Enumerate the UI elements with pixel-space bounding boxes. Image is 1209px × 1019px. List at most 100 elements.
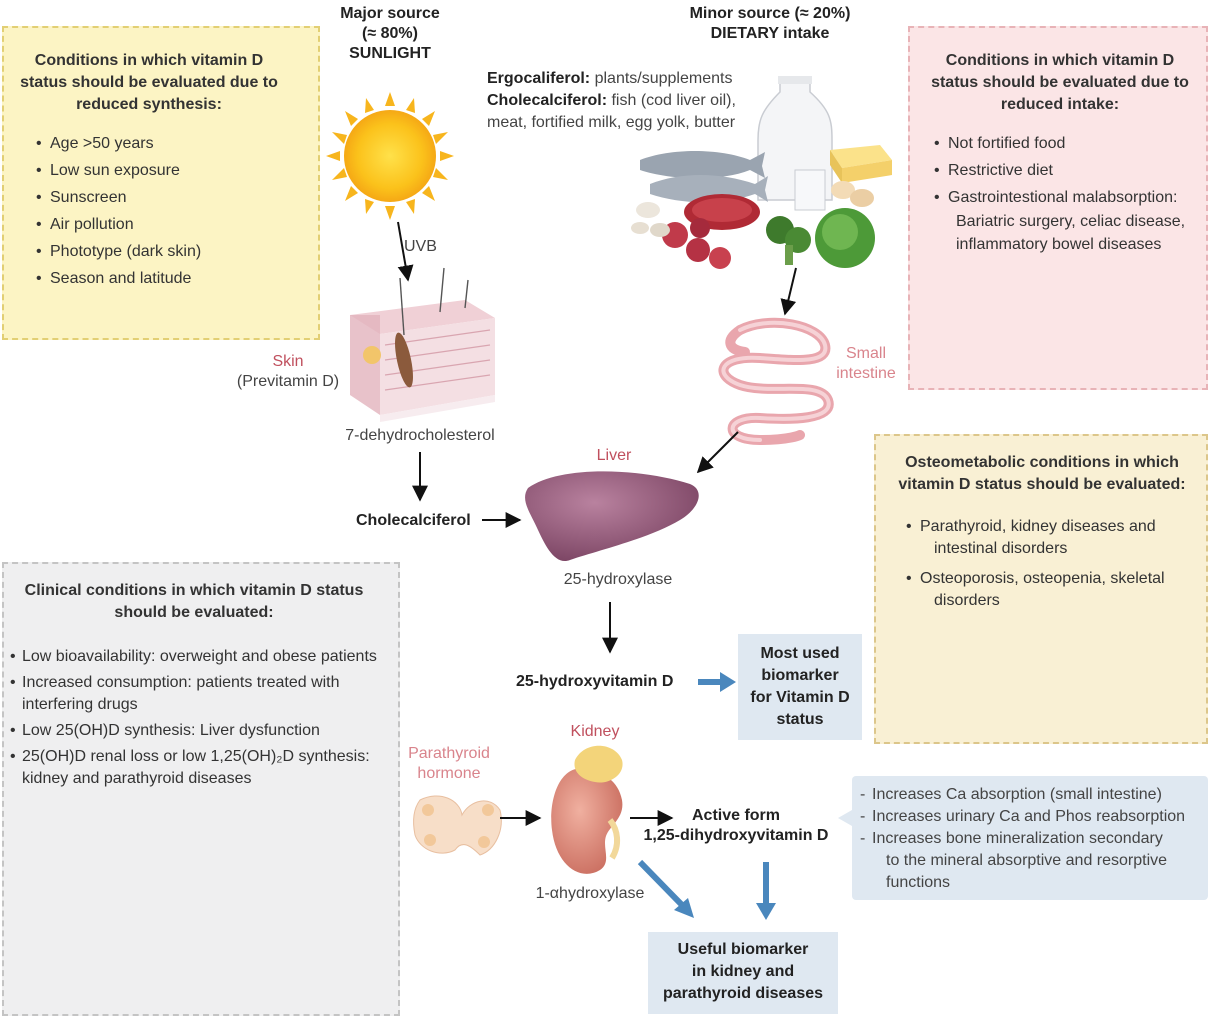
major-source-label: Major source (≈ 80%) SUNLIGHT [320,4,460,64]
reduced-intake-box: Conditions in which vitamin D status sho… [908,26,1208,390]
uvb-label: UVB [404,238,437,255]
list-item: Season and latitude [34,267,234,290]
skin-label: Skin (Previtamin D) [228,352,348,392]
reduced-synthesis-title: Conditions in which vitamin D status sho… [20,52,278,113]
cholecalciferol-sources: fish (cod liver oil), [607,92,736,109]
list-item: Increases bone mineralization secondary [860,828,1208,850]
list-item: Restrictive diet [932,159,1207,182]
clinical-line: interfering drugs [22,696,138,713]
clinical-conditions-title: Clinical conditions in which vitamin D s… [24,582,364,621]
malabsorption-subitems: Bariatric surgery, celiac disease, infla… [956,210,1185,256]
kidney-label: Kidney [570,723,620,740]
parathyroid-line: hormone [417,765,481,782]
list-item: • Osteoporosis, osteopenia, skeletal dis… [906,568,1165,612]
bullet: • [10,674,16,691]
list-item: Age >50 years [34,132,234,155]
clinical-conditions-list: • Low bioavailability: overweight and ob… [8,646,377,790]
dietary-intake-label: DIETARY intake [710,25,830,42]
kidney-icon [551,745,623,874]
biomarker-line: Useful biomarker [677,941,809,958]
malabsorption-line: Bariatric surgery, celiac disease, [956,213,1186,230]
kidney-biomarker-box: Useful biomarker in kidney and parathyro… [648,932,838,1014]
parathyroid-hormone-label: Parathyroid hormone [398,744,500,784]
osteometabolic-title: Osteometabolic conditions in which vitam… [898,454,1186,493]
biomarker-line: biomarker [761,667,839,684]
osteo-line: Parathyroid, kidney diseases and [920,518,1156,535]
active-form-effects-box: Increases Ca absorption (small intestine… [852,776,1208,900]
list-item: • Low bioavailability: overweight and ob… [8,646,377,668]
osteometabolic-list: • Parathyroid, kidney diseases and intes… [906,516,1165,612]
bullet: • [906,570,912,587]
blue-arrow-icon [698,672,736,692]
clinical-line: Increased consumption: patients treated … [22,674,340,691]
osteometabolic-box: Osteometabolic conditions in which vitam… [874,434,1208,744]
list-item: Low sun exposure [34,159,234,182]
sunlight-label: SUNLIGHT [349,45,431,62]
effects-item-continuation: to the mineral absorptive and resorptive… [860,850,1208,894]
list-item: • Low 25(OH)D synthesis: Liver dysfuncti… [8,720,377,742]
skin-title: Skin [272,353,304,370]
list-item: Air pollution [34,213,234,236]
list-item: Increases urinary Ca and Phos reabsorpti… [860,806,1208,828]
blue-arrow-icon [637,859,776,920]
liver-label: Liver [596,447,632,464]
list-item: • Parathyroid, kidney diseases and intes… [906,516,1165,560]
active-form-compound: 1,25-dihydroxyvitamin D [643,827,829,844]
skin-icon [350,267,495,422]
osteo-line: Osteoporosis, osteopenia, skeletal [920,570,1165,587]
active-form-label: Active form 1,25-dihydroxyvitamin D [630,806,842,846]
clinical-conditions-box: Clinical conditions in which vitamin D s… [2,562,400,1016]
reduced-synthesis-box: Conditions in which vitamin D status sho… [2,26,320,340]
reduced-synthesis-list: Age >50 years Low sun exposure Sunscreen… [34,132,234,290]
clinical-line: kidney and parathyroid diseases [22,770,252,787]
malabsorption-line: inflammatory bowel diseases [956,236,1162,253]
dehydrocholesterol-label: 7-dehydrocholesterol [345,427,495,444]
clinical-line: 25(OH)D renal loss or low 1,25(OH)₂D syn… [22,748,370,765]
dietary-sources-text: Ergocaliferol: plants/supplements Cholec… [487,68,777,134]
cholecalciferol-diet-label: Cholecalciferol: [487,92,608,109]
list-item: Phototype (dark skin) [34,240,234,263]
small-intestine-label: Small intestine [828,344,904,384]
bullet: • [10,748,16,765]
food-icon [631,76,892,269]
small-intestine-line: Small [845,345,886,362]
reduced-intake-title: Conditions in which vitamin D status sho… [931,52,1189,113]
reduced-intake-list: Not fortified food Restrictive diet Gast… [932,132,1207,209]
effects-list: Increases Ca absorption (small intestine… [860,784,1208,850]
list-item: Sunscreen [34,186,234,209]
cholecalciferol-label: Cholecalciferol [356,512,471,529]
small-intestine-line: intestine [836,365,896,382]
list-item: Not fortified food [932,132,1207,155]
list-item: Gastrointestional malabsorption: [932,186,1207,209]
major-source-percent: (≈ 80%) [362,25,418,42]
biomarker-line: status [776,711,824,728]
osteo-line: disorders [934,592,1000,609]
clinical-line: Low 25(OH)D synthesis: Liver dysfunction [22,722,320,739]
clinical-line: Low bioavailability: overweight and obes… [22,648,377,665]
major-source-line: Major source [340,5,440,22]
alpha-hydroxylase-label: 1-αhydroxylase [535,885,645,902]
bullet: • [10,722,16,739]
biomarker-line: parathyroid diseases [662,985,824,1002]
list-item: • 25(OH)D renal loss or low 1,25(OH)₂D s… [8,746,377,790]
main-biomarker-box: Most used biomarker for Vitamin D status [738,634,862,740]
ergocalciferol-sources: plants/supplements [590,70,733,87]
parathyroid-line: Parathyroid [408,745,490,762]
effects-line: to the mineral absorptive and resorptive [886,852,1168,869]
25-hydroxylase-label: 25-hydroxylase [563,571,673,588]
minor-source-label: Minor source (≈ 20%) DIETARY intake [660,4,880,44]
biomarker-line: Most used [760,645,840,662]
minor-source-line: Minor source (≈ 20%) [689,5,851,22]
cholecalciferol-sources-cont: meat, fortified milk, egg yolk, butter [487,114,736,131]
sun-icon [326,92,454,220]
previtamin-label: (Previtamin D) [236,373,340,390]
liver-icon [525,471,699,562]
active-form-line: Active form [691,807,781,824]
25-hydroxyvitamin-d-label: 25-hydroxyvitamin D [516,673,674,690]
effects-line: functions [886,874,951,891]
list-item: Increases Ca absorption (small intestine… [860,784,1208,806]
biomarker-line: for Vitamin D [750,689,850,706]
ergocalciferol-label: Ergocaliferol: [487,70,591,87]
biomarker-line: in kidney and [691,963,795,980]
list-item: • Increased consumption: patients treate… [8,672,377,716]
